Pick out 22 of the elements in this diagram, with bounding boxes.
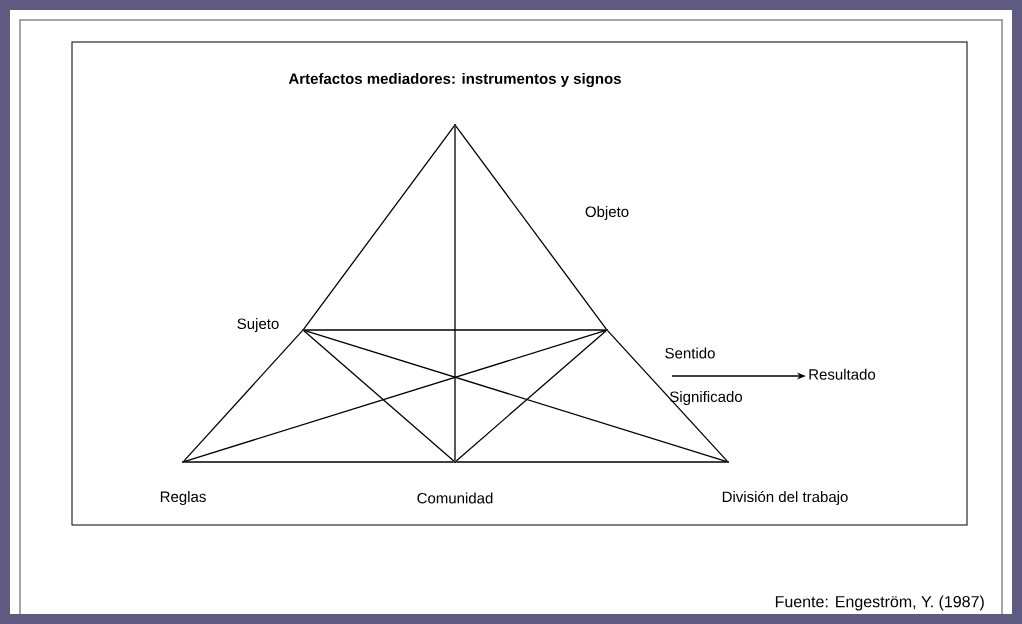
triangle-line	[455, 125, 607, 330]
vertex-label: Comunidad	[417, 492, 493, 504]
triangle-line	[454, 125, 456, 462]
triangle-line	[455, 461, 728, 463]
triangle-line	[303, 329, 728, 463]
triangle-line	[303, 329, 607, 331]
triangle-line	[183, 330, 303, 462]
text-label: Objeto	[585, 206, 629, 220]
triangle-line	[455, 330, 607, 462]
text-label: Sentido	[665, 347, 715, 359]
triangle-line	[607, 330, 728, 462]
triangle-line	[303, 125, 455, 330]
vertex-label: División del trabajo	[722, 490, 848, 506]
triangle-line	[303, 330, 455, 462]
result-text: Resultado	[809, 368, 876, 380]
caption: Fuente: Engeström, Y. (1987)	[775, 595, 984, 611]
vertex-label: Sujeto	[237, 318, 279, 332]
text-label: Significado	[670, 391, 743, 405]
triangle-line	[183, 329, 607, 463]
vertex-label: Reglas	[160, 491, 206, 505]
vertex-label: Artefactos mediadores: instrumentos y signos	[288, 73, 621, 88]
triangle-line	[183, 461, 455, 463]
